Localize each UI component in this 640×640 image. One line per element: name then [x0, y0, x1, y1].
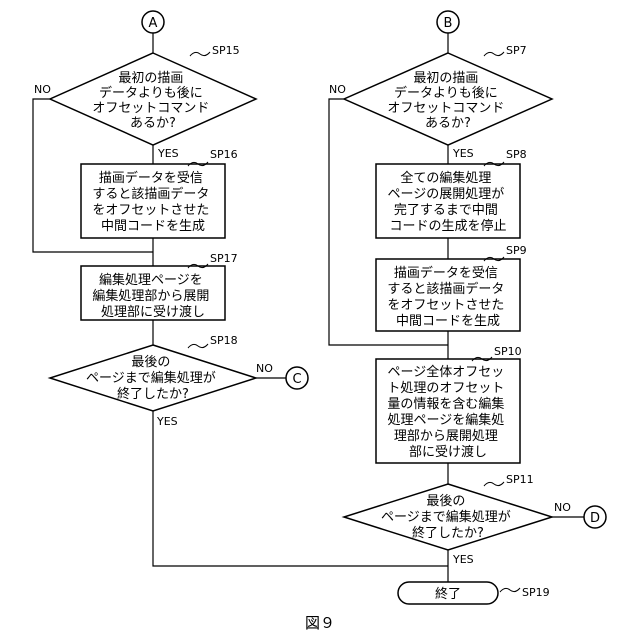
sp18-no-label: NO [256, 362, 273, 375]
ref-sp18-tick [188, 344, 208, 348]
ref-sp15-tick [190, 52, 210, 56]
ref-sp7: SP7 [506, 44, 527, 57]
sp15-no-label: NO [34, 83, 51, 96]
connector-d-label: D [590, 511, 600, 526]
ref-sp9: SP9 [506, 244, 527, 257]
sp11-yes-label: YES [452, 553, 474, 566]
ref-sp19: SP19 [522, 586, 550, 599]
ref-sp11-tick [484, 482, 504, 486]
ref-sp18: SP18 [210, 334, 238, 347]
process-sp17-text: 編集処理ページを 編集処理部から展開 処理部に受け渡し [92, 272, 213, 320]
terminal-sp19-text: 終了 [435, 586, 461, 602]
ref-sp10: SP10 [494, 345, 522, 358]
connector-b-label: B [444, 16, 453, 31]
sp15-yes-label: YES [157, 147, 179, 160]
ref-sp16: SP16 [210, 148, 238, 161]
connector-c-label: C [292, 372, 301, 387]
sp7-no-label: NO [329, 83, 346, 96]
sp18-yes-label: YES [156, 415, 178, 428]
figure-label: 図９ [305, 614, 335, 632]
ref-sp11: SP11 [506, 473, 534, 486]
ref-sp7-tick [484, 52, 504, 56]
connector-a-label: A [149, 16, 158, 31]
sp11-no-label: NO [554, 501, 571, 514]
ref-sp19-tick [500, 588, 520, 592]
ref-sp8: SP8 [506, 148, 527, 161]
ref-sp17: SP17 [210, 252, 238, 265]
sp7-yes-label: YES [452, 147, 474, 160]
ref-sp15: SP15 [212, 44, 240, 57]
